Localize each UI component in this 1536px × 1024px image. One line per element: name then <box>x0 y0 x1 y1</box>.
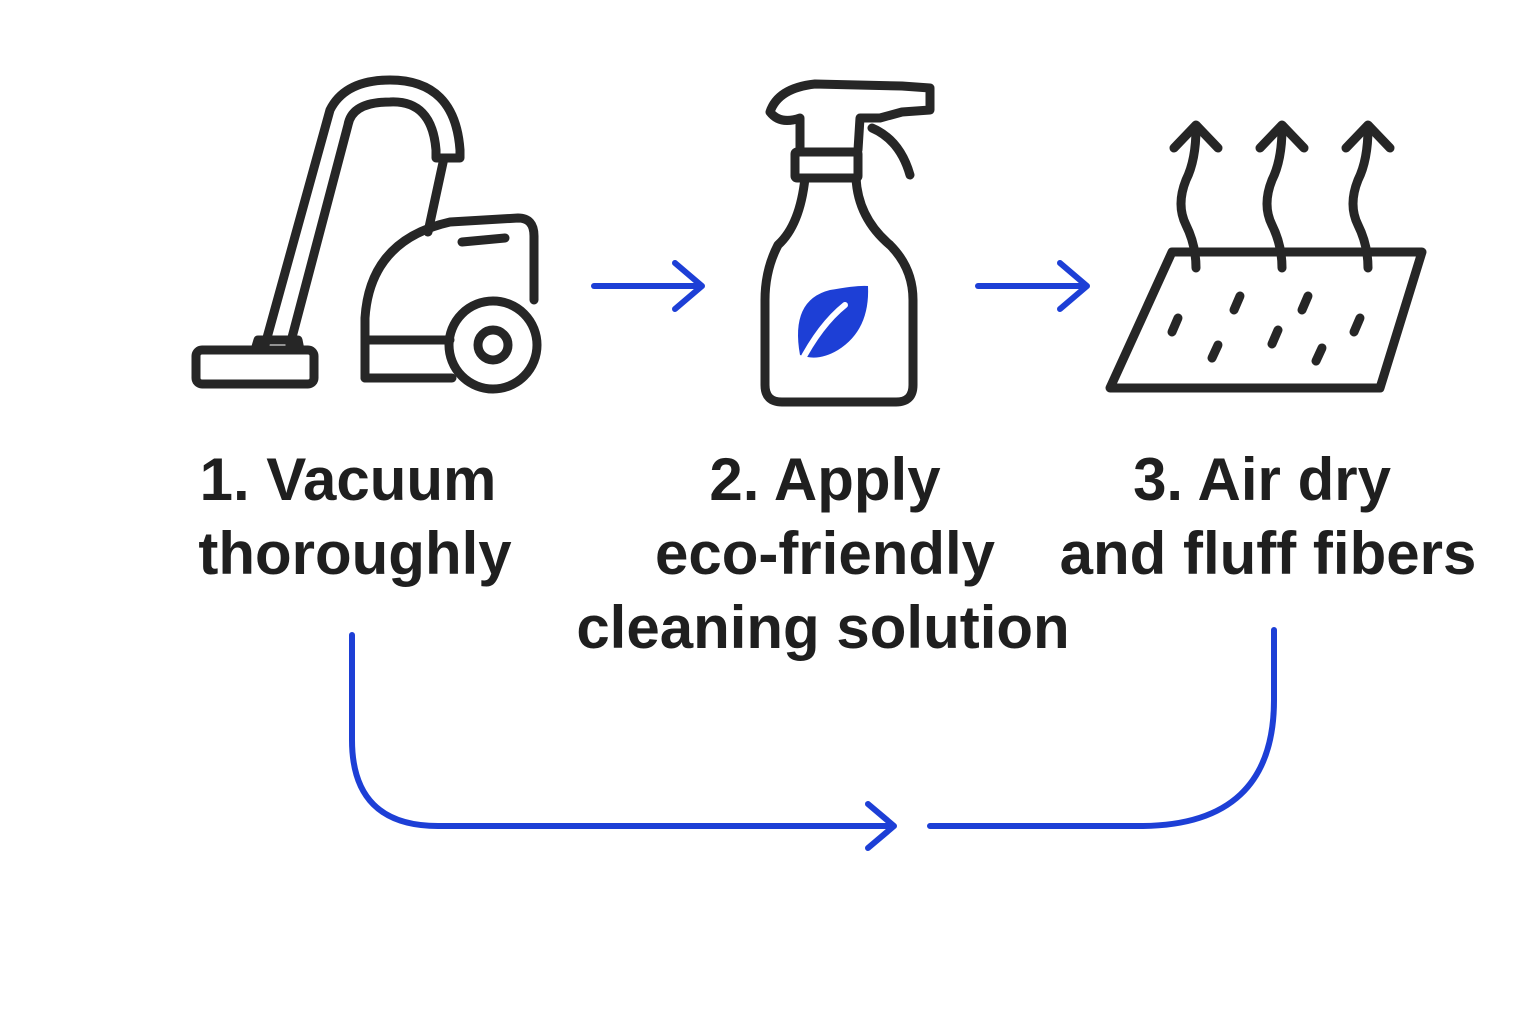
step-2-title: 2. Apply <box>709 446 941 513</box>
step-2-subtitle: eco-friendly <box>655 520 996 587</box>
step-1-subtitle: thoroughly <box>198 520 512 587</box>
step-1-title: 1. Vacuum <box>200 446 497 513</box>
step-2-label: 2. Apply eco-friendly cleaning solution <box>576 446 1069 661</box>
spray-bottle-leaf-icon <box>760 79 935 407</box>
step-2-detail: cleaning solution <box>576 594 1069 661</box>
step-1-label: 1. Vacuum thoroughly <box>198 446 512 587</box>
arrow-step2-to-step3 <box>975 260 1090 312</box>
step-3-label: 3. Air dry and fluff fibers <box>1060 446 1477 587</box>
arrow-step1-to-step2 <box>591 260 705 312</box>
leaf-icon <box>797 285 869 367</box>
step-3-title: 3. Air dry <box>1133 446 1392 513</box>
loop-arrow-bottom <box>349 627 1277 851</box>
vacuum-cleaner-icon <box>191 75 542 394</box>
air-dry-rug-icon <box>1105 120 1427 393</box>
step-3-subtitle: and fluff fibers <box>1060 520 1477 587</box>
